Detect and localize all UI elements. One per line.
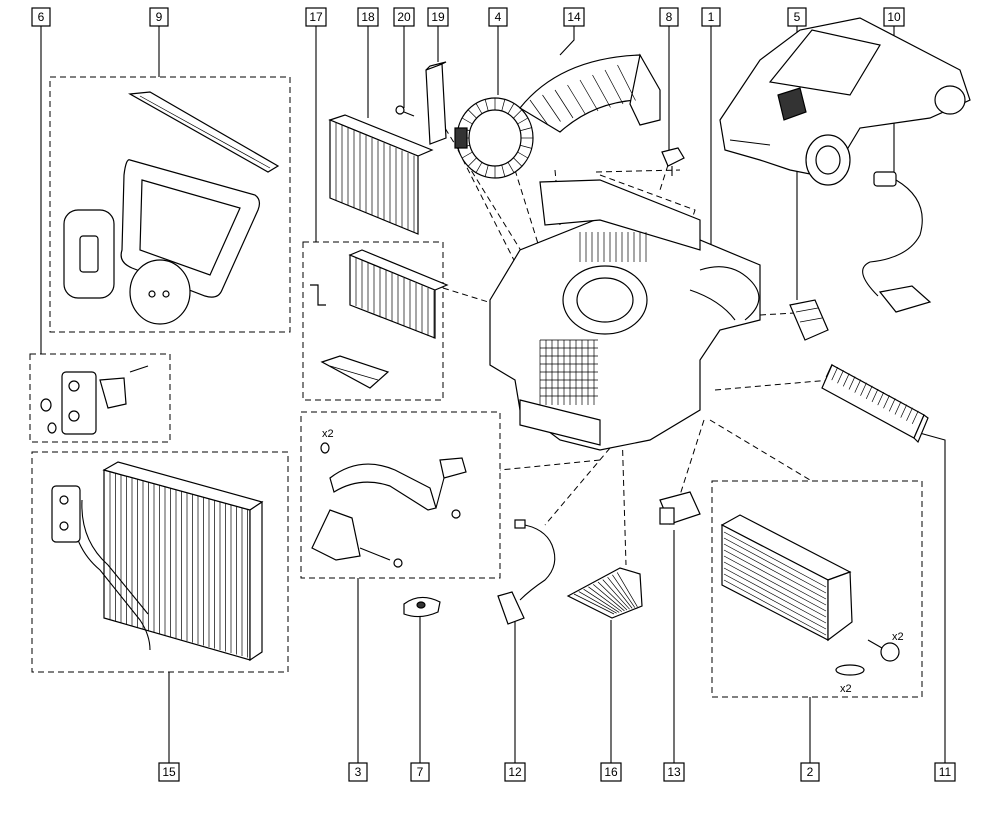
vehicle-location-icon — [719, 17, 971, 186]
callout-7: 7 — [410, 762, 430, 782]
resistor-part — [425, 61, 447, 145]
ptc-heater-part — [821, 363, 929, 444]
callout-2: 2 — [800, 762, 820, 782]
callout-18: 18 — [357, 7, 379, 27]
svg-text:12: 12 — [508, 765, 522, 779]
callout-17: 17 — [305, 7, 327, 27]
group-box-17 — [302, 241, 444, 401]
callout-4: 4 — [488, 7, 508, 27]
air-duct-part — [519, 53, 661, 133]
group-box-3 — [300, 411, 501, 579]
expansion-valve-part — [40, 365, 149, 435]
callout-10: 10 — [883, 7, 905, 27]
air-grille-part — [566, 567, 643, 619]
hvac-housing-part — [489, 179, 761, 451]
qty-label-bolt: x2 — [892, 631, 904, 643]
svg-text:19: 19 — [431, 10, 445, 24]
foam-block-part — [63, 209, 115, 299]
svg-text:20: 20 — [397, 10, 411, 24]
svg-text:16: 16 — [604, 765, 618, 779]
seal-strip-part — [128, 91, 280, 173]
svg-text:5: 5 — [794, 10, 801, 24]
svg-text:17: 17 — [309, 10, 323, 24]
group-box-9 — [49, 76, 291, 333]
drain-hose-part — [311, 442, 467, 568]
group-box-2 — [711, 480, 923, 698]
callout-20: 20 — [393, 7, 415, 27]
screw-part — [395, 105, 415, 117]
clip-part — [661, 147, 685, 176]
callout-14: 14 — [563, 7, 585, 27]
svg-text:4: 4 — [495, 10, 502, 24]
flap-actuator-part — [659, 491, 701, 525]
callout-11: 11 — [934, 762, 956, 782]
group-box-6 — [29, 353, 171, 443]
callout-5: 5 — [787, 7, 807, 27]
drain-seal-part — [403, 596, 441, 618]
callout-8: 8 — [659, 7, 679, 27]
callout-19: 19 — [427, 7, 449, 27]
callout-16: 16 — [600, 762, 622, 782]
svg-text:2: 2 — [807, 765, 814, 779]
pollen-filter-part — [328, 114, 434, 235]
sensor-harness-part — [862, 171, 932, 313]
svg-text:18: 18 — [361, 10, 375, 24]
evaporator-part — [51, 461, 264, 662]
qty-label-hose: x2 — [322, 428, 334, 440]
svg-text:11: 11 — [939, 765, 952, 779]
temperature-sensor-part — [497, 519, 556, 625]
cabin-filter-part — [310, 249, 449, 389]
callout-13: 13 — [663, 762, 685, 782]
svg-text:13: 13 — [667, 765, 681, 779]
svg-text:9: 9 — [156, 10, 163, 24]
svg-text:7: 7 — [417, 765, 424, 779]
callout-3: 3 — [348, 762, 368, 782]
svg-text:1: 1 — [708, 10, 715, 24]
qty-label-ring: x2 — [840, 683, 852, 695]
svg-text:6: 6 — [38, 10, 45, 24]
svg-text:3: 3 — [355, 765, 362, 779]
round-foam-part — [129, 259, 191, 325]
svg-text:14: 14 — [567, 10, 581, 24]
blower-fan-part — [454, 97, 534, 179]
group-box-15 — [31, 451, 289, 673]
callout-1: 1 — [701, 7, 721, 27]
svg-text:10: 10 — [887, 10, 901, 24]
heater-core-part — [720, 514, 900, 676]
callout-6: 6 — [31, 7, 51, 27]
blower-resistor-part — [789, 299, 829, 341]
callout-15: 15 — [158, 762, 180, 782]
svg-text:8: 8 — [666, 10, 673, 24]
callout-9: 9 — [149, 7, 169, 27]
svg-text:15: 15 — [162, 765, 176, 779]
callout-12: 12 — [504, 762, 526, 782]
